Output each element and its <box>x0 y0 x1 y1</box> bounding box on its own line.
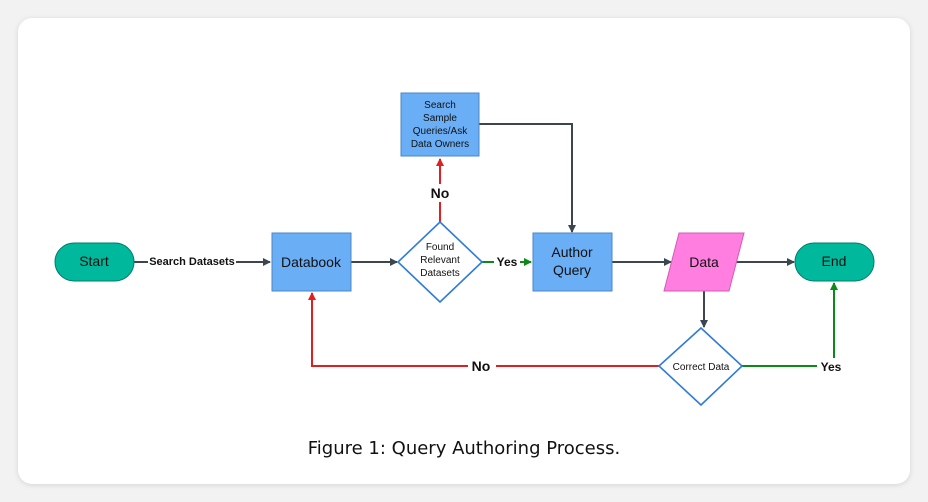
node-author-query: Author Query <box>532 232 613 292</box>
svg-text:Query: Query <box>553 262 591 278</box>
svg-text:Sample: Sample <box>423 113 457 124</box>
label-yes-right: Yes <box>821 360 842 374</box>
svg-text:Search: Search <box>424 100 456 111</box>
node-data: Data <box>663 232 745 292</box>
node-search-sample-queries: Search Sample Queries/Ask Data Owners <box>400 92 480 157</box>
svg-text:Correct Data: Correct Data <box>673 362 730 373</box>
figure-caption: Figure 1: Query Authoring Process. <box>307 438 621 459</box>
edge-search-author <box>479 123 576 233</box>
edge-correct-end-yes <box>742 282 838 367</box>
svg-text:End: End <box>822 253 847 269</box>
label-no-top: No <box>431 185 450 201</box>
node-correct-data: Correct Data <box>657 326 744 407</box>
svg-text:Queries/Ask: Queries/Ask <box>413 126 468 137</box>
label-no-bottom: No <box>472 358 491 374</box>
svg-text:Data Owners: Data Owners <box>411 139 469 150</box>
label-search-datasets: Search Datasets <box>149 256 235 268</box>
svg-text:Databook: Databook <box>281 254 342 270</box>
label-yes-mid: Yes <box>497 255 518 269</box>
svg-text:Start: Start <box>79 253 109 269</box>
svg-text:Data: Data <box>689 254 719 270</box>
svg-text:Relevant: Relevant <box>420 255 460 266</box>
svg-text:Author: Author <box>551 244 593 260</box>
svg-text:Datasets: Datasets <box>420 268 459 279</box>
edge-correct-databook-no <box>308 292 659 367</box>
edge-labels: Search Datasets No Yes No Yes <box>148 184 845 374</box>
svg-text:Found: Found <box>426 242 454 253</box>
node-databook: Databook <box>271 232 352 292</box>
node-found-relevant-datasets: Found Relevant Datasets <box>396 220 484 304</box>
node-end: End <box>794 242 875 282</box>
node-start: Start <box>54 242 135 282</box>
